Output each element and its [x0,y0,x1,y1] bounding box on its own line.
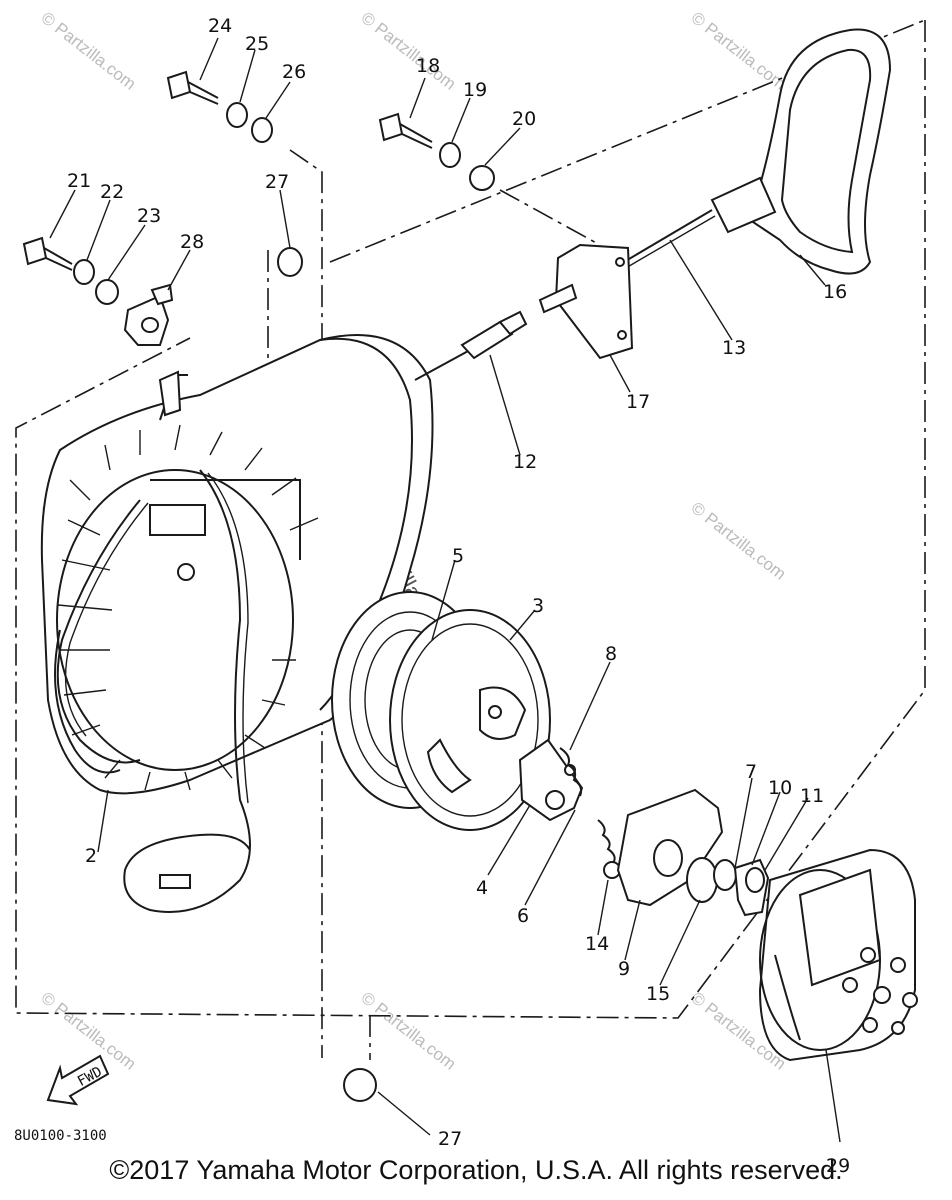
label-18: 18 [416,55,440,77]
rope-guide [554,243,634,360]
label-15: 15 [646,983,670,1005]
label-3: 3 [532,595,544,617]
label-9: 9 [618,958,630,980]
label-16: 16 [823,281,847,303]
watermark: © Partzilla.com [38,988,140,1074]
washer-22 [73,259,95,285]
washer-19 [439,142,461,168]
nut-27-bottom [343,1068,377,1102]
washer [713,859,737,891]
watermark: © Partzilla.com [358,988,460,1074]
washer-23 [95,279,119,305]
pulley-reel [331,591,551,831]
label-2: 2 [85,845,97,867]
guide-nipple [538,283,578,314]
label-8: 8 [605,643,617,665]
leader-dash [289,149,323,1058]
label-4: 4 [476,877,488,899]
washer [686,857,718,903]
label-27-bottom: 27 [438,1128,462,1150]
watermark: © Partzilla.com [688,8,790,94]
washer-26 [251,117,273,143]
nut-27-top [277,247,303,277]
label-26: 26 [282,61,306,83]
label-20: 20 [512,108,536,130]
ratchet-spring [597,819,616,864]
label-21: 21 [67,170,91,192]
label-5: 5 [452,545,464,567]
leader-dash [499,189,601,246]
copyright-notice: ©2017 Yamaha Motor Corporation, U.S.A. A… [109,1155,843,1185]
starter-cover [758,848,918,1062]
part-labels: 24 25 26 27 18 19 20 21 22 23 28 16 13 1… [67,15,850,1177]
label-10: 10 [768,777,792,799]
label-29: 29 [826,1155,850,1177]
starter-handle [710,28,892,275]
cable-end [460,320,514,360]
label-12: 12 [513,451,537,473]
diagram-code: 8U0100-3100 [14,1128,107,1144]
label-25: 25 [245,33,269,55]
label-28: 28 [180,231,204,253]
fwd-arrow-icon: FWD [46,1054,110,1106]
watermark: © Partzilla.com [38,8,140,94]
leader-lines [49,37,841,1143]
label-11: 11 [800,785,824,807]
label-7: 7 [745,761,757,783]
bolt-18 [378,112,433,149]
fan-fins [57,424,319,791]
bolt-21 [22,236,73,271]
label-24: 24 [208,15,232,37]
pawl-spring [559,747,583,797]
rope-loop [56,469,251,913]
label-27-top: 27 [265,171,289,193]
rope-clip [159,874,191,889]
label-6: 6 [517,905,529,927]
label-23: 23 [137,205,161,227]
watermark: © Partzilla.com [358,8,460,94]
bolt-24 [166,70,219,105]
watermark: © Partzilla.com [688,498,790,584]
ratchet-pawl [518,738,584,822]
label-13: 13 [722,337,746,359]
label-14: 14 [585,933,609,955]
label-22: 22 [100,181,124,203]
washer-25 [226,102,248,128]
washer-20 [469,165,495,191]
label-17: 17 [626,391,650,413]
label-19: 19 [463,79,487,101]
